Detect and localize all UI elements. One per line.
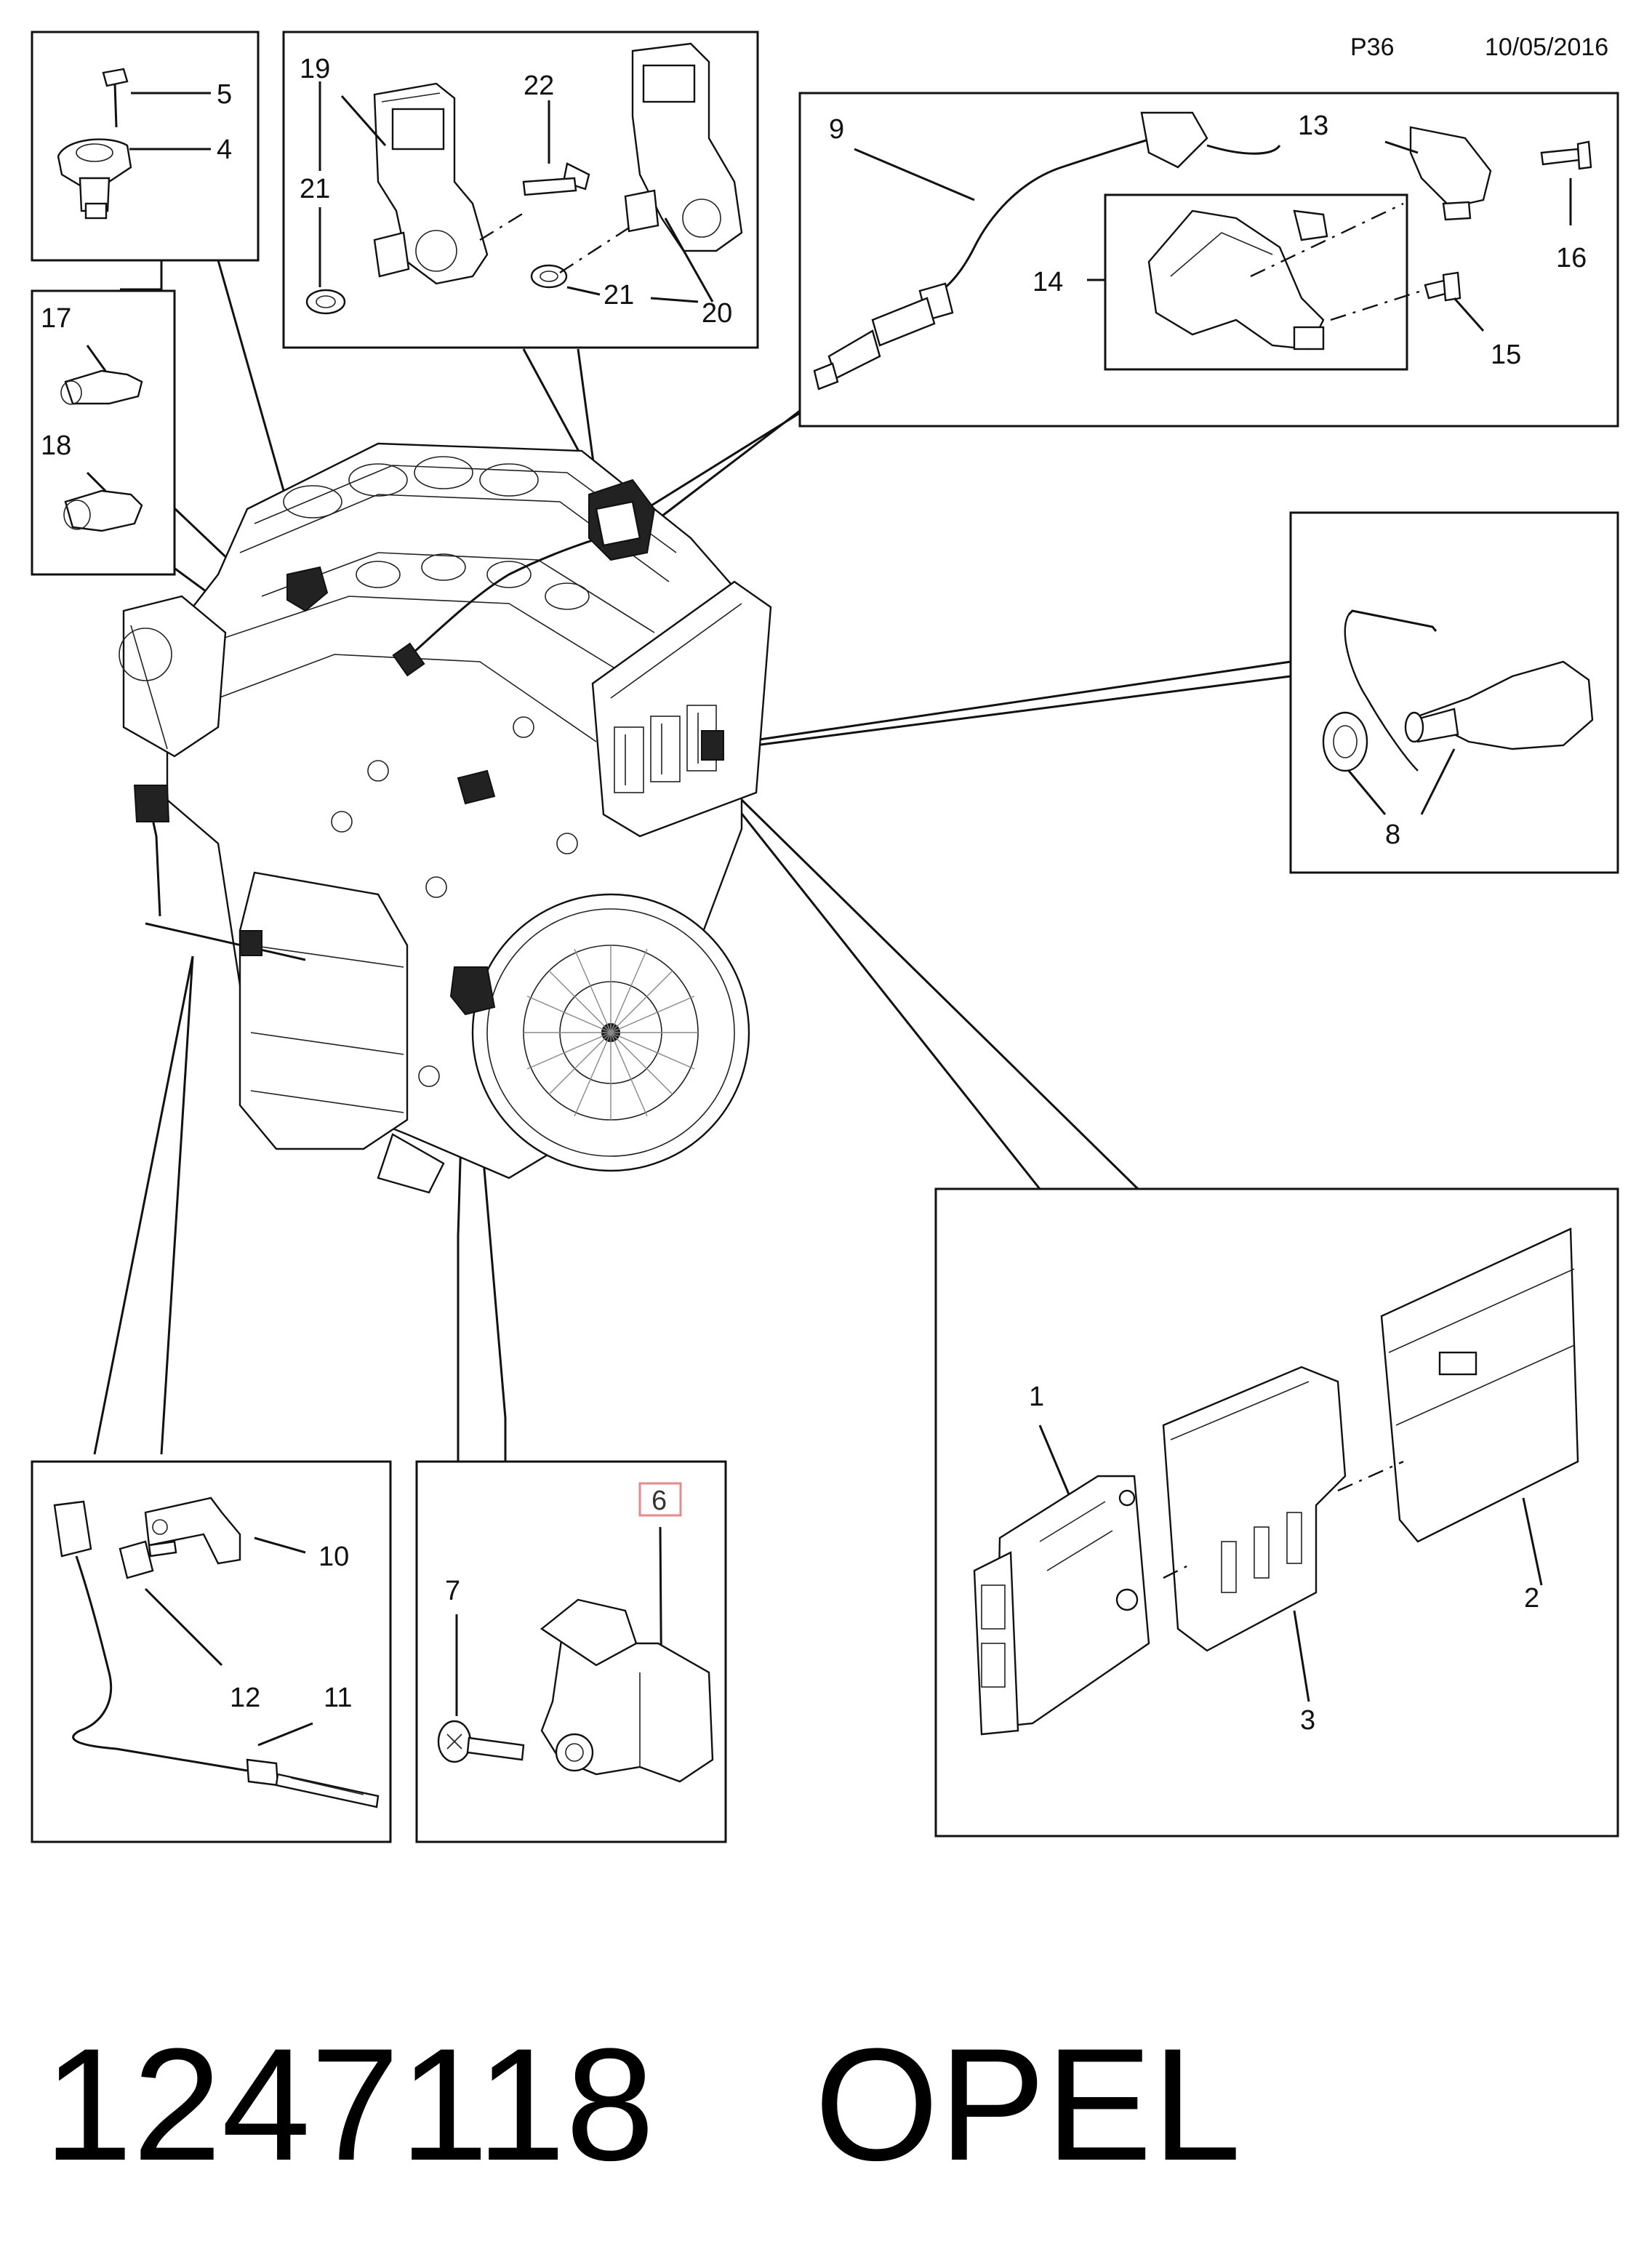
callout-8: 8 (1385, 820, 1400, 850)
bracket-part-14 (1147, 209, 1328, 350)
pressure-sensor-part-19 (373, 82, 489, 285)
part-number: 1247118 (44, 2015, 654, 2194)
callout-6: 6 (651, 1486, 667, 1516)
callout-7: 7 (445, 1576, 460, 1606)
callout-16: 16 (1556, 243, 1587, 273)
ecu-part-1 (973, 1475, 1150, 1736)
callout-22: 22 (524, 71, 554, 101)
crank-sensor-part-6 (540, 1598, 714, 1783)
box-exhaust-temp-sensor: 10 12 11 (31, 1460, 392, 1843)
callout-21-right: 21 (604, 280, 634, 310)
callout-20: 20 (702, 298, 732, 329)
washer-part-21-right (530, 264, 568, 289)
washer-part-8 (1322, 711, 1368, 772)
shield-part-2 (1380, 1227, 1579, 1543)
bracket-part-10 (144, 1496, 241, 1565)
callout-13: 13 (1298, 111, 1328, 141)
callout-21-left: 21 (300, 174, 330, 204)
sensor-part-17 (60, 369, 143, 405)
leader-lines (93, 260, 1291, 1462)
pressure-sensor-part-13 (1409, 126, 1492, 221)
box-temp-sensors: 17 18 (31, 289, 176, 576)
callout-14: 14 (1032, 267, 1063, 297)
screw-part-22 (522, 162, 590, 196)
bolt-part-5 (102, 68, 129, 128)
callout-15: 15 (1491, 340, 1521, 370)
callout-6-highlight (638, 1482, 682, 1517)
box-crank-sensor: 6 7 (415, 1460, 727, 1843)
box-fuel-sensor: 8 (1289, 511, 1619, 874)
cam-sensor-part-4 (57, 138, 132, 220)
callout-1: 1 (1029, 1382, 1044, 1412)
box-map-sensors: 19 21 22 21 20 (282, 31, 759, 349)
callout-18: 18 (41, 430, 71, 461)
page-code: P36 (1350, 33, 1395, 61)
bolt-part-15 (1424, 271, 1461, 302)
brand-name: OPEL (814, 2015, 1241, 2194)
bolt-part-12 (119, 1540, 177, 1579)
callout-17: 17 (41, 303, 71, 334)
callout-2: 2 (1524, 1583, 1539, 1614)
sensor-part-18 (63, 489, 143, 532)
box-cam-sensor: 5 4 (31, 31, 260, 262)
box-oxygen-sensor: 9 13 14 16 15 (798, 92, 1619, 428)
callout-10: 10 (318, 1542, 349, 1572)
pressure-sensor-part-20 (624, 42, 743, 252)
bolt-part-16 (1540, 140, 1592, 170)
page-date: 10/05/2016 (1485, 33, 1608, 61)
callout-3: 3 (1300, 1705, 1315, 1736)
fuel-sensor-part-8 (1404, 660, 1594, 750)
exhaust-temp-sensor-part-11 (53, 1500, 380, 1808)
callout-12: 12 (230, 1683, 260, 1713)
bolt-part-7 (437, 1720, 525, 1763)
washer-part-21-left (305, 289, 346, 315)
callout-9: 9 (829, 114, 844, 145)
callout-4: 4 (217, 135, 232, 165)
box-ecu: 1 2 3 (934, 1187, 1619, 1838)
callout-19: 19 (300, 54, 330, 84)
callout-5: 5 (217, 79, 232, 110)
engine-illustration (119, 442, 772, 1194)
cover-part-3 (1162, 1366, 1347, 1652)
callout-11: 11 (324, 1683, 352, 1713)
oxygen-sensor-part-9 (813, 111, 1281, 390)
